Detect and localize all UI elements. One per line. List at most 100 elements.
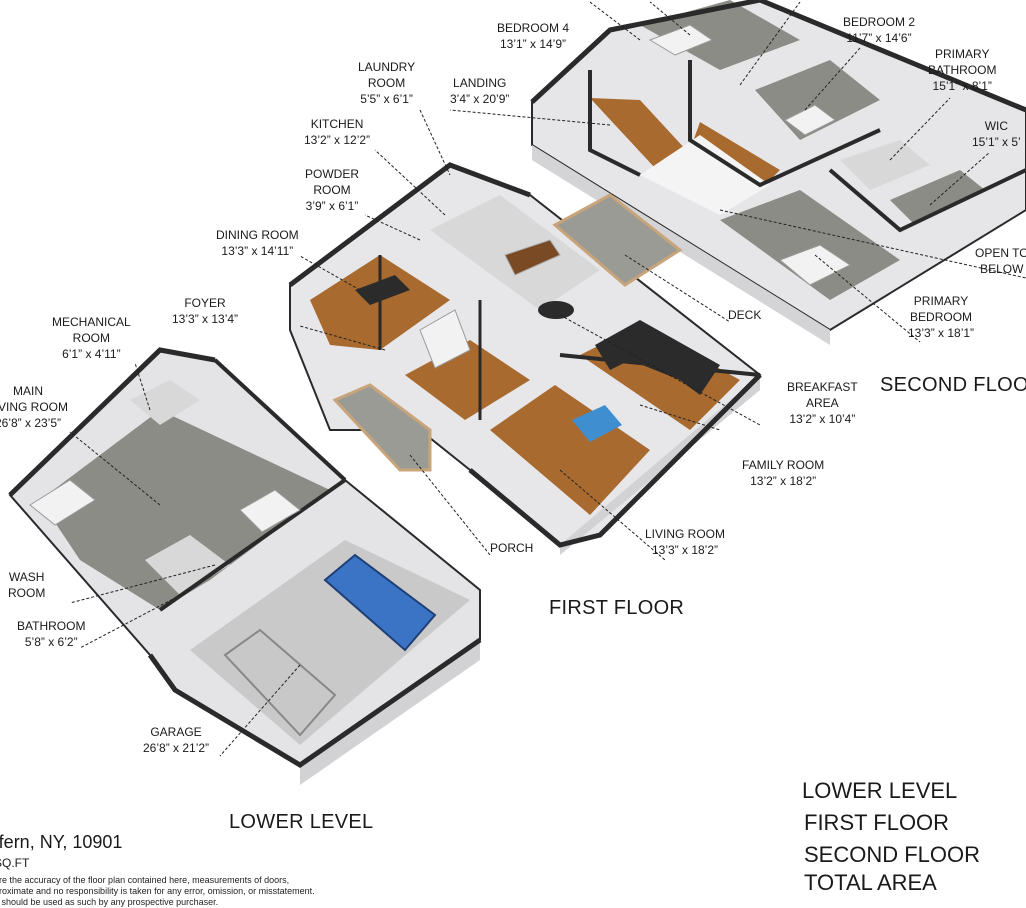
label-living-room: LIVING ROOM 13’3” x 18’2”	[645, 526, 725, 558]
room-dimension: 13’2” x 12’2”	[304, 133, 371, 147]
room-name: BATHROOM	[928, 63, 997, 77]
room-name: MECHANICAL	[52, 315, 131, 329]
label-bathroom: BATHROOM 5’8” x 6’2”	[17, 618, 85, 650]
label-primary-bathroom: PRIMARY BATHROOM 15’1” x 8’1”	[928, 46, 996, 94]
blue-car	[323, 553, 437, 652]
main-living-room-floor	[40, 410, 330, 610]
label-landing: LANDING 3’4” x 20’9”	[450, 75, 509, 107]
room-name: ROOM	[367, 76, 406, 90]
room-dimension: 11’7” x 14’6”	[846, 31, 912, 45]
label-laundry-room: LAUNDRY ROOM 5’5” x 6’1”	[358, 59, 415, 107]
summary-first-floor: FIRST FLOOR	[804, 810, 950, 835]
label-porch: PORCH	[490, 540, 533, 556]
lower-level-model	[8, 347, 482, 785]
room-dimension: 13’2” x 18’2”	[750, 474, 817, 488]
summary-second-floor: SECOND FLOOR	[804, 842, 981, 867]
room-name: BEDROOM	[910, 310, 973, 324]
room-name: DECK	[728, 308, 762, 322]
room-name: LIVING ROOM	[0, 400, 69, 414]
second-floor-title: SECOND FLOOR	[880, 374, 1026, 396]
room-dimension: 13’3” x 18’1”	[908, 326, 975, 340]
porch	[332, 383, 432, 472]
room-dimension: 26’8” x 21’2”	[143, 741, 210, 755]
room-dimension: 6’1” x 4’11”	[62, 347, 121, 361]
label-main-living-room: MAIN LIVING ROOM 26’8” x 23’5”	[0, 383, 68, 431]
blue-sofa	[572, 405, 622, 442]
label-garage: GARAGE 26’8” x 21’2”	[143, 724, 209, 756]
primary-bedroom-floor	[720, 190, 900, 300]
living-room-floor	[490, 385, 650, 515]
kitchen-island	[504, 239, 561, 276]
room-name: BATHROOM	[17, 619, 86, 633]
room-dimension: 15’1” x 8’1”	[932, 79, 992, 93]
sqft-label: SQ.FT	[0, 856, 30, 870]
room-name: DINING ROOM	[216, 228, 299, 242]
summary-total-area: TOTAL AREA	[804, 870, 937, 895]
room-name: LAUNDRY	[358, 60, 416, 74]
room-dimension: 13’1” x 14’9”	[499, 37, 567, 51]
room-name: BEDROOM 2	[843, 15, 916, 29]
room-name: GARAGE	[150, 725, 202, 739]
label-powder-room: POWDER ROOM 3’9” x 6’1”	[305, 166, 359, 214]
wic-floor	[890, 170, 985, 225]
room-dimension: 13’3” x 18’2”	[651, 543, 719, 557]
second-floor-model	[530, 0, 1026, 345]
landing-floor	[690, 122, 780, 190]
room-name: POWDER	[305, 167, 359, 181]
bed	[29, 479, 96, 526]
room-dimension: 3’4” x 20’9”	[450, 92, 510, 106]
open-to-below	[640, 135, 770, 215]
label-bedroom-4: BEDROOM 4 13’1” x 14’9”	[497, 20, 569, 52]
label-deck: DECK	[728, 307, 761, 323]
room-name: BEDROOM 4	[497, 21, 570, 35]
room-name: PRIMARY	[934, 47, 990, 61]
label-breakfast-area: BREAKFAST AREA 13’2” x 10’4”	[787, 379, 858, 427]
room-name: WASH	[8, 570, 45, 584]
summary-lower-level: LOWER LEVEL	[802, 778, 958, 803]
disclaimer-line: d should be used as such by any prospect…	[0, 897, 219, 907]
room-name: BELOW	[980, 262, 1024, 276]
room-name: KITCHEN	[310, 117, 364, 131]
room-name: AREA	[806, 396, 839, 410]
deck	[552, 193, 683, 287]
room-name: FOYER	[184, 296, 226, 310]
label-wic: WIC 15’1” x 5’	[972, 118, 1021, 150]
bathroom-floor	[145, 535, 230, 595]
primary-bathroom-floor	[840, 140, 930, 190]
room-name: LIVING ROOM	[645, 527, 726, 541]
silver-car	[223, 628, 337, 737]
breakfast-table	[538, 301, 574, 319]
bed	[648, 24, 714, 56]
room-name: ROOM	[72, 331, 111, 345]
leader-lines	[69, 1, 1026, 757]
room-dimension: 5’8” x 6’2”	[24, 635, 78, 649]
first-floor-title: FIRST FLOOR	[549, 597, 685, 619]
room-name: ROOM	[313, 183, 351, 197]
property-address: ffern, NY, 10901	[0, 832, 123, 852]
room-name: MAIN	[13, 384, 43, 398]
dark-sectional-sofa	[595, 320, 720, 395]
label-kitchen: KITCHEN 13’2” x 12’2”	[304, 116, 370, 148]
room-dimension: 13’3” x 13’4”	[172, 312, 239, 326]
bed	[239, 489, 301, 533]
room-dimension: 13’2” x 10’4”	[789, 412, 856, 426]
room-name: FAMILY ROOM	[742, 458, 825, 472]
lower-level-title: LOWER LEVEL	[229, 811, 374, 833]
room-dimension: 26’8” x 23’5”	[0, 416, 62, 430]
label-primary-bedroom: PRIMARY BEDROOM 13’3” x 18’1”	[908, 293, 974, 341]
label-dining-room: DINING ROOM 13’3” x 14’11”	[216, 227, 299, 259]
label-wash-room: WASH ROOM	[8, 569, 45, 601]
room-name: WIC	[984, 119, 1009, 133]
room-name: LANDING	[453, 76, 507, 90]
stairs	[419, 309, 471, 369]
label-foyer: FOYER 13’3” x 13’4”	[172, 295, 238, 327]
disclaimer-line: ure the accuracy of the floor plan conta…	[0, 875, 290, 885]
bed	[779, 244, 851, 286]
label-open-to-below: OPEN TO BELOW	[975, 245, 1026, 277]
room-dimension: 3’9” x 6’1”	[305, 199, 359, 213]
disclaimer-line: proximate and no responsibility is taken…	[0, 886, 315, 896]
dining-table	[355, 275, 410, 305]
mechanical-room-floor	[130, 380, 200, 425]
room-name: BREAKFAST	[787, 380, 858, 394]
